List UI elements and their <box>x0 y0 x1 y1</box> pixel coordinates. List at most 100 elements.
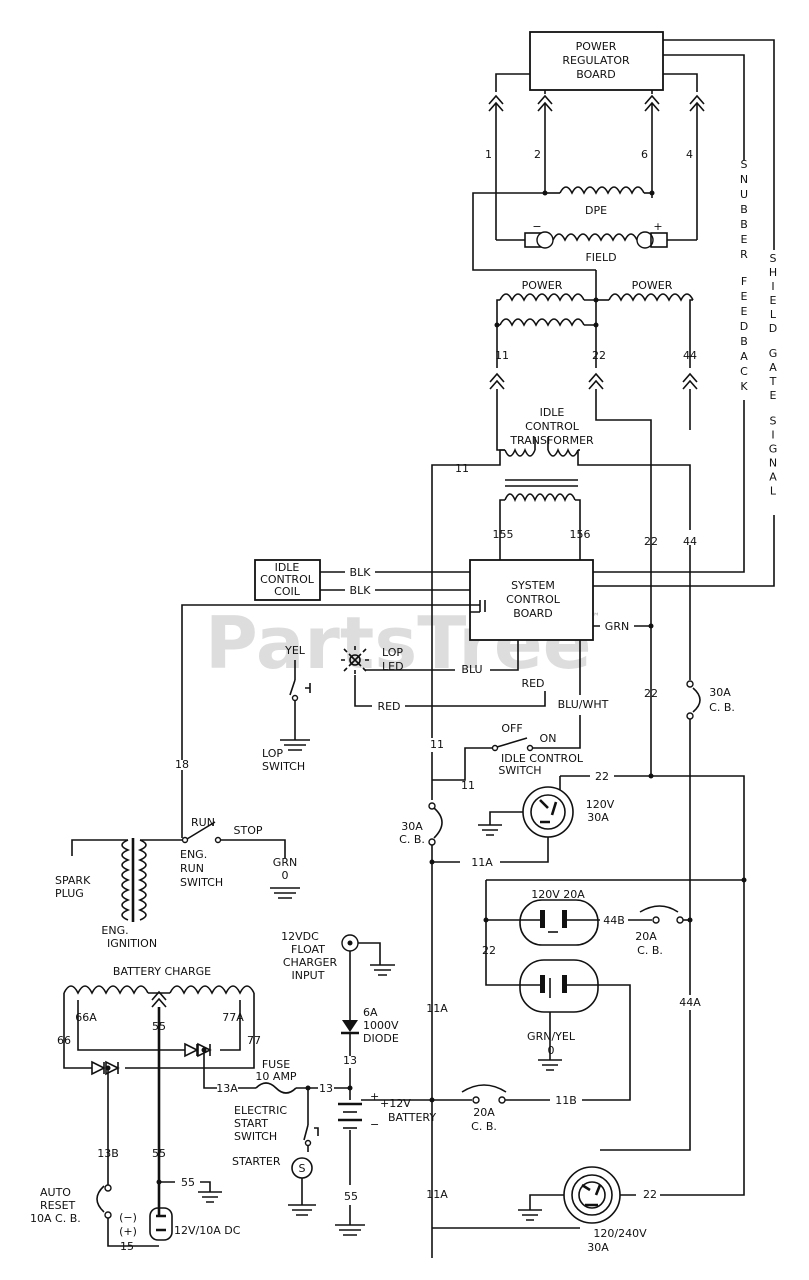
on-label: ON <box>540 732 557 745</box>
eng-run-switch-2: RUN <box>180 862 204 875</box>
system-control-board: SYSTEM CONTROL BOARD <box>469 559 594 641</box>
engine-ignition <box>71 838 182 922</box>
run-label: RUN <box>191 816 215 829</box>
outlet-120v-30a <box>429 776 574 865</box>
regulator-leads <box>488 73 705 240</box>
stop-label: STOP <box>234 824 263 837</box>
cb-20a-a-1: 20A <box>635 930 657 943</box>
idle-switch-label-2: SWITCH <box>498 764 541 777</box>
yel-label: YEL <box>284 644 306 657</box>
wire-55-battery: 55 <box>344 1190 358 1203</box>
wire-11-switch: 11 <box>461 779 475 792</box>
grn-run-0: 0 <box>282 869 289 882</box>
grn-label: GRN <box>605 620 629 633</box>
watermark-tm: ™ <box>590 612 600 623</box>
auto-reset-cb <box>96 1140 222 1247</box>
pin-label-2: 2 <box>534 148 541 161</box>
dc-outlet-label: 12V/10A DC <box>174 1224 241 1237</box>
battery-charge-label: BATTERY CHARGE <box>113 965 211 978</box>
wire-155: 155 <box>493 528 514 541</box>
idle-transformer-label-2: CONTROL <box>525 420 580 433</box>
idle-coil-label-2: CONTROL <box>260 573 315 586</box>
battery-label-2: BATTERY <box>388 1111 436 1124</box>
outlet-240v-label-2: 30A <box>587 1241 609 1254</box>
blk-wire-1: BLK <box>350 566 372 579</box>
idle-control-switch <box>432 715 581 781</box>
battery-plus: + <box>370 1090 379 1103</box>
start-switch-1: ELECTRIC <box>234 1104 287 1117</box>
auto-reset-3: 10A C. B. <box>30 1212 81 1225</box>
power-regulator-board: POWER REGULATOR BOARD <box>529 31 664 91</box>
field-winding <box>496 231 697 249</box>
system-control-label-2: CONTROL <box>506 593 561 606</box>
wire-44b: 44B <box>603 914 625 927</box>
power-regulator-label-3: BOARD <box>576 68 615 81</box>
wire-22-top: 22 <box>592 349 606 362</box>
wire-44-mid: 44 <box>683 535 697 548</box>
idle-control-coil: IDLE CONTROL COIL <box>254 559 470 601</box>
system-control-label-1: SYSTEM <box>511 579 555 592</box>
charger-label-2: FLOAT <box>291 943 325 956</box>
red-label-2: RED <box>521 677 544 690</box>
wire-22-h: 22 <box>595 770 609 783</box>
wire-66a: 66A <box>75 1011 97 1024</box>
fuse-label-1: FUSE <box>262 1058 290 1071</box>
wire-22-bottom: 22 <box>643 1188 657 1201</box>
blu-label: BLU <box>461 663 482 676</box>
wire-18 <box>181 604 470 838</box>
outlet-240v-label-1: 120/240V <box>593 1227 647 1240</box>
wire-22-lower: 22 <box>644 687 658 700</box>
idle-transformer-label-3: TRANSFORMER <box>509 434 594 447</box>
outlet-120-240v <box>432 1166 621 1229</box>
grn-run-label: GRN <box>273 856 297 869</box>
electric-start <box>288 1088 319 1216</box>
pin-label-6: 6 <box>641 148 648 161</box>
wire-13b: 13B <box>97 1147 119 1160</box>
pin-label-1: 1 <box>485 148 492 161</box>
battery <box>335 1102 365 1236</box>
charger-label-3: CHARGER <box>283 956 338 969</box>
duplex-receptacle <box>483 880 693 1101</box>
power-left-label: POWER <box>522 279 563 292</box>
wire-22-duplex: 22 <box>482 944 496 957</box>
off-label: OFF <box>501 722 522 735</box>
wire-22-rail <box>560 775 745 1196</box>
diode-label-1: 6A <box>363 1006 378 1019</box>
wire-55-left: 55 <box>152 1147 166 1160</box>
idle-coil-label-3: COIL <box>274 585 301 598</box>
lop-switch <box>280 660 311 751</box>
wire-55-ground: 55 <box>181 1176 195 1189</box>
lop-led <box>341 640 546 707</box>
wire-15: 15 <box>120 1240 134 1253</box>
lop-switch-label-2: SWITCH <box>262 760 305 773</box>
field-plus: + <box>653 220 662 233</box>
eng-ignition-label-1: ENG. <box>101 924 128 937</box>
eng-ignition-label-2: IGNITION <box>107 937 157 950</box>
wire-11a-3: 11A <box>426 1188 448 1201</box>
cb-20a-b <box>361 1084 550 1104</box>
wire-13-diode: 13 <box>343 1054 357 1067</box>
idle-transformer-label-1: IDLE <box>540 406 565 419</box>
eng-run-switch-3: SWITCH <box>180 876 223 889</box>
dc-minus: (−) <box>119 1211 137 1224</box>
wire-44-top: 44 <box>683 349 697 362</box>
idle-coil-label-1: IDLE <box>275 561 300 574</box>
field-minus: − <box>532 220 541 233</box>
cb-20a-b-2: C. B. <box>471 1120 497 1133</box>
low-led-label-2: LED <box>382 660 404 673</box>
wire-11-top: 11 <box>495 349 509 362</box>
wire-22-mid: 22 <box>644 535 658 548</box>
wire-13: 13 <box>319 1082 333 1095</box>
eng-run-switch <box>181 821 300 899</box>
wire-77: 77 <box>247 1034 261 1047</box>
idle-switch-label-1: IDLE CONTROL <box>501 752 584 765</box>
fuse-label-2: 10 AMP <box>255 1070 297 1083</box>
outlet-30a-label-2: 30A <box>587 811 609 824</box>
outlet-20a-label: 120V 20A <box>531 888 585 901</box>
diode-label-3: DIODE <box>363 1032 399 1045</box>
power-regulator-label-2: REGULATOR <box>562 54 630 67</box>
